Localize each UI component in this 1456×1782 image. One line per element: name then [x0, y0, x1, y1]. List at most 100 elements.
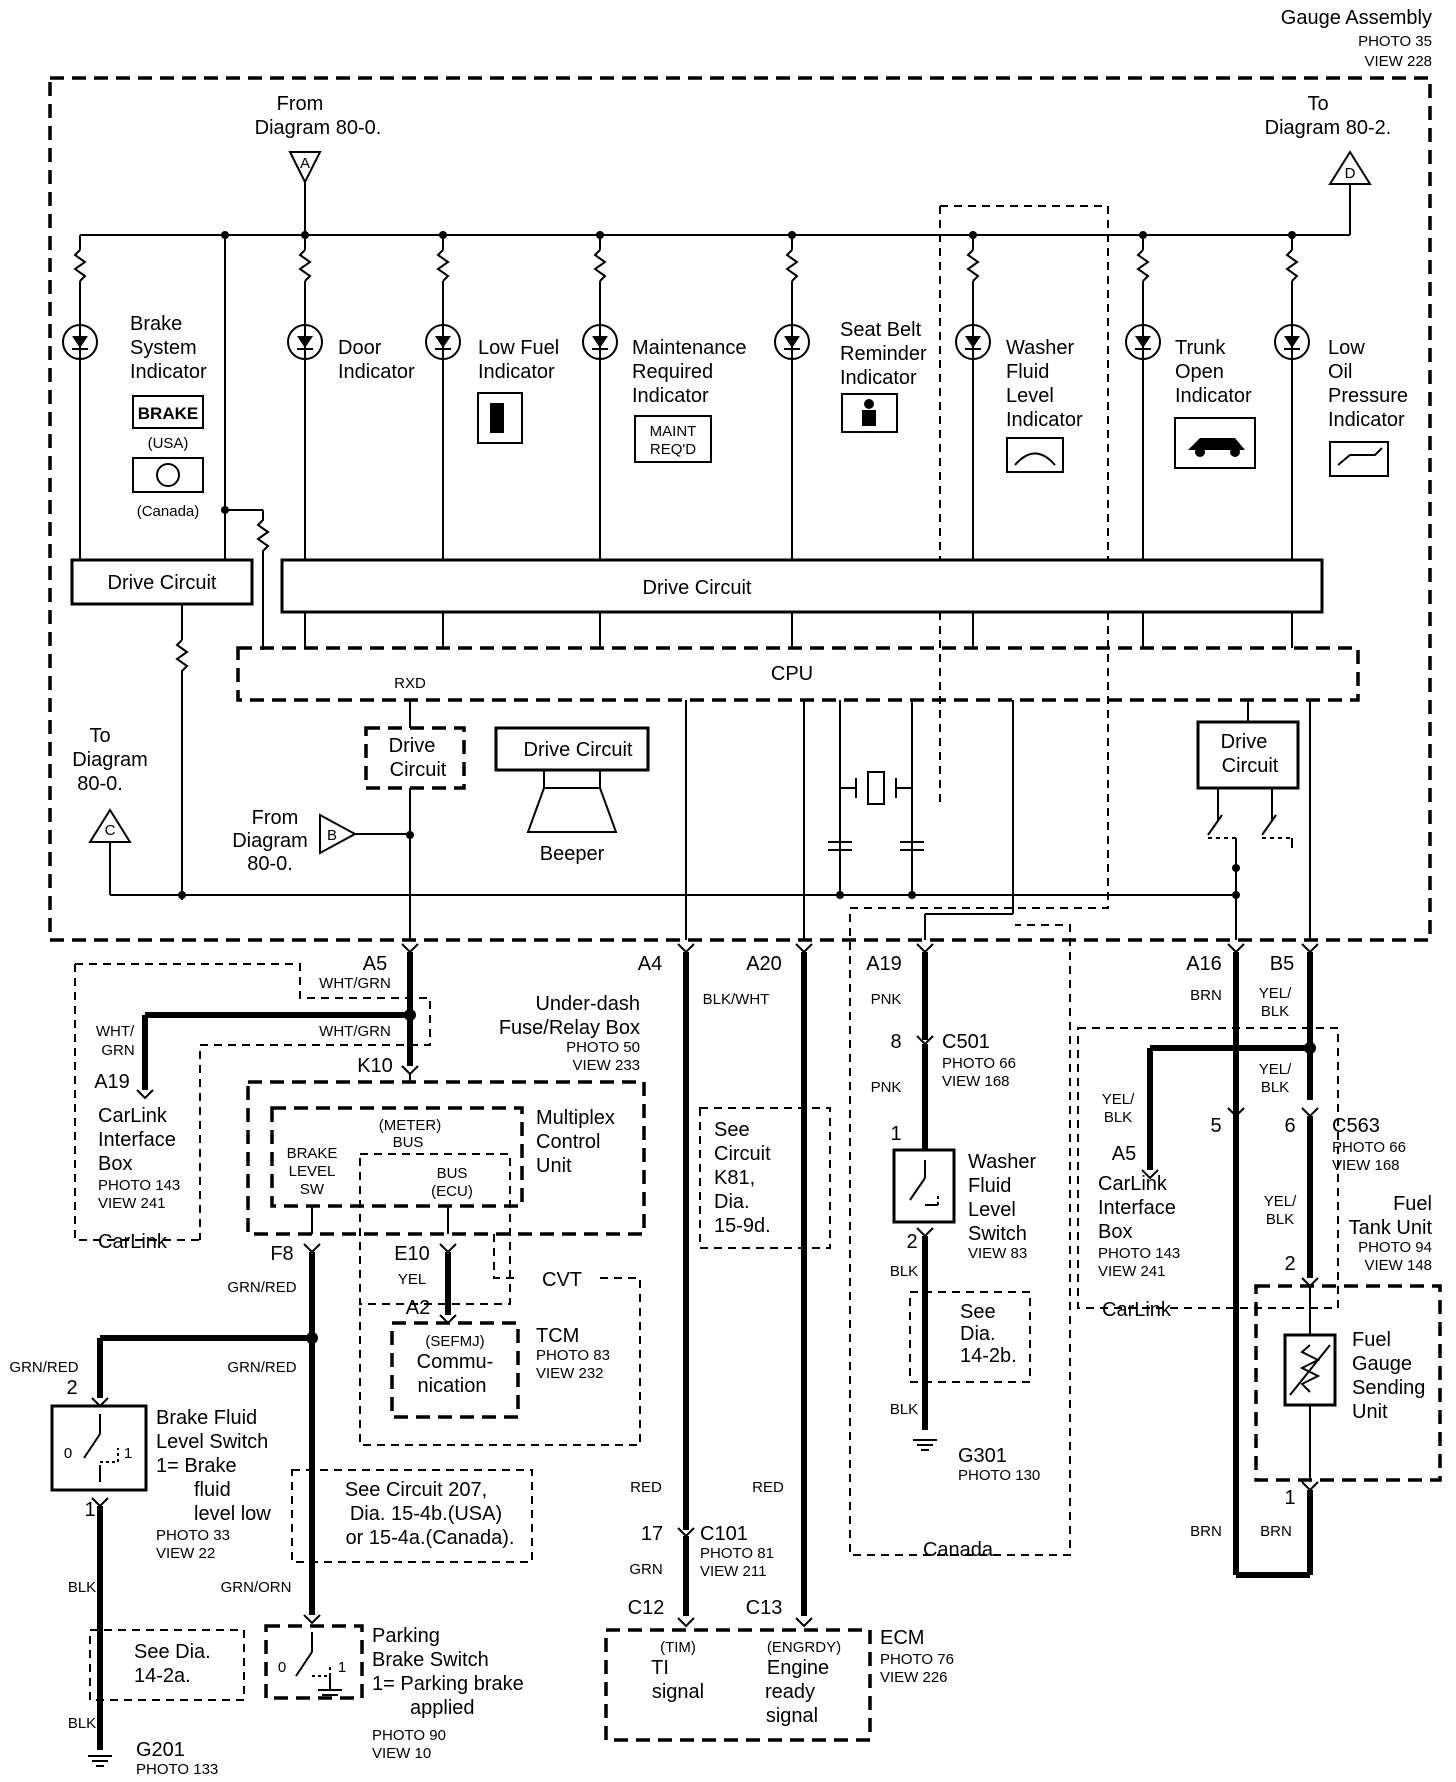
to-d-label-1: To — [1307, 93, 1328, 115]
cpu-block — [236, 646, 1360, 702]
from-a-label-1: From — [277, 93, 324, 115]
underdash-1: Under-dash — [535, 993, 640, 1015]
brake-label-3: Indicator — [130, 361, 207, 383]
c101-2: PHOTO 81 — [700, 1545, 774, 1562]
fuel-tank-1: Fuel — [1393, 1193, 1432, 1215]
from-b-label-3: 80-0. — [247, 853, 293, 875]
parking-5: PHOTO 90 — [372, 1727, 446, 1744]
parking-sw-1: 1 — [338, 1659, 346, 1676]
see-207-3: or 15-4a.(Canada). — [346, 1527, 515, 1549]
underdash-4: VIEW 233 — [572, 1057, 640, 1074]
wire-grn-red-1: GRN/RED — [227, 1279, 296, 1296]
see-k81-3: K81, — [714, 1167, 755, 1189]
oil-label-1: Low — [1328, 337, 1365, 359]
wire-blk-7: BLK — [68, 1579, 96, 1596]
oil-led-icon — [1274, 324, 1310, 360]
washer-sw-3: Level — [968, 1199, 1016, 1221]
maint-label-3: Indicator — [632, 385, 709, 407]
meter-bus-1: (METER) — [379, 1117, 442, 1134]
beeper-drive-circuit — [494, 726, 650, 772]
trunk-label-1: Trunk — [1175, 337, 1226, 359]
maint-label-2: Required — [632, 361, 713, 383]
oil-label-2: Oil — [1328, 361, 1352, 383]
pin-a4: A4 — [638, 953, 662, 975]
rxd-label: RXD — [394, 675, 426, 692]
seatbelt-label-1: Seat Belt — [840, 319, 922, 341]
see-142b-2: Dia. — [960, 1323, 996, 1345]
seatbelt-label-2: Reminder — [840, 343, 927, 365]
wire-grn-1: GRN — [101, 1042, 134, 1059]
pin-5: 5 — [1210, 1115, 1221, 1137]
brake-canada: (Canada) — [137, 503, 200, 520]
carlink2-2: Interface — [1098, 1197, 1176, 1219]
g201-1: G201 — [136, 1739, 185, 1761]
drive-circuit-left-label: Drive Circuit — [108, 572, 217, 594]
brake-fluid-4: fluid — [194, 1479, 231, 1501]
sefmj-2: Commu- — [417, 1351, 494, 1373]
fuel-gauge-3: Sending — [1352, 1377, 1425, 1399]
parking-4: applied — [410, 1697, 475, 1719]
pin-1-fuel: 1 — [1284, 1487, 1295, 1509]
brake-level-sw-3: SW — [300, 1181, 325, 1198]
door-label-2: Indicator — [338, 361, 415, 383]
carlink2-3: Box — [1098, 1221, 1132, 1243]
connector-b-letter: B — [327, 827, 337, 844]
bus-junctions — [221, 231, 1296, 514]
carlink1-2: Interface — [98, 1129, 176, 1151]
see-142a-box — [89, 1629, 245, 1701]
ecm-2: PHOTO 76 — [880, 1651, 954, 1668]
tim-2: TI — [651, 1657, 669, 1679]
see-207-1: See Circuit 207, — [345, 1479, 487, 1501]
see-207-box — [291, 1469, 533, 1563]
gauge-assembly-border — [48, 76, 1432, 942]
carlink2-1: CarLink — [1098, 1173, 1168, 1195]
canada-label: Canada — [923, 1539, 994, 1561]
brake-icon-text: BRAKE — [138, 404, 198, 423]
carlink1-5: VIEW 241 — [98, 1195, 166, 1212]
beeper-icon — [526, 787, 618, 833]
see-142b-3: 14-2b. — [960, 1345, 1017, 1367]
pin-a5-carlink: A5 — [1112, 1143, 1136, 1165]
washer-label-2: Fluid — [1006, 361, 1049, 383]
from-a-label-2: Diagram 80-0. — [255, 117, 382, 139]
brake-level-sw-1: BRAKE — [287, 1145, 338, 1162]
wire-brn-1: BRN — [1190, 987, 1222, 1004]
beeper-drive-label: Drive Circuit — [524, 739, 633, 761]
sefmj-1: (SEFMJ) — [425, 1333, 484, 1350]
washer-switch-icon — [909, 1160, 939, 1206]
washer-label-4: Indicator — [1006, 409, 1083, 431]
carlink2-label: CarLink — [1102, 1299, 1172, 1321]
see-142b-box — [909, 1291, 1031, 1383]
wire-brn-2: BRN — [1190, 1523, 1222, 1540]
maint-icon-2: REQ'D — [650, 441, 696, 458]
engrdy-1: (ENGRDY) — [767, 1639, 841, 1656]
drive-circuit-switches — [1207, 788, 1293, 868]
maint-icon-1: MAINT — [650, 423, 697, 440]
drive-circuit-left — [70, 558, 254, 606]
maint-icon-box — [634, 415, 712, 463]
cpu-label: CPU — [771, 663, 813, 685]
drive-circuit-main — [280, 558, 1324, 614]
wire-wht-1: WHT/ — [96, 1023, 135, 1040]
fuel-tank-4: VIEW 148 — [1364, 1257, 1432, 1274]
see-142b-1: See — [960, 1301, 996, 1323]
ground-g301-icon — [913, 1439, 937, 1451]
brake-fluid-7: VIEW 22 — [156, 1545, 215, 1562]
wire-yel-4: YEL/ — [1264, 1193, 1297, 1210]
to-d-label-2: Diagram 80-2. — [1265, 117, 1392, 139]
tcm-1: TCM — [536, 1325, 579, 1347]
washer-sw-2: Fluid — [968, 1175, 1011, 1197]
ecm-block — [604, 1628, 872, 1742]
to-c-label-2: Diagram — [72, 749, 148, 771]
tcm-3: VIEW 232 — [536, 1365, 604, 1382]
wire-grn-2: GRN — [629, 1561, 662, 1578]
wire-blk-3: BLK — [1261, 1003, 1289, 1020]
pin-a19: A19 — [866, 953, 902, 975]
parking-brake-switch-icon — [295, 1632, 342, 1696]
brake-sw-1: 1 — [124, 1445, 132, 1462]
mcu-1: Multiplex — [536, 1107, 615, 1129]
brake-label-1: Brake — [130, 313, 182, 335]
see-k81-5: 15-9d. — [714, 1215, 771, 1237]
bus-ecu-block — [359, 1153, 511, 1305]
